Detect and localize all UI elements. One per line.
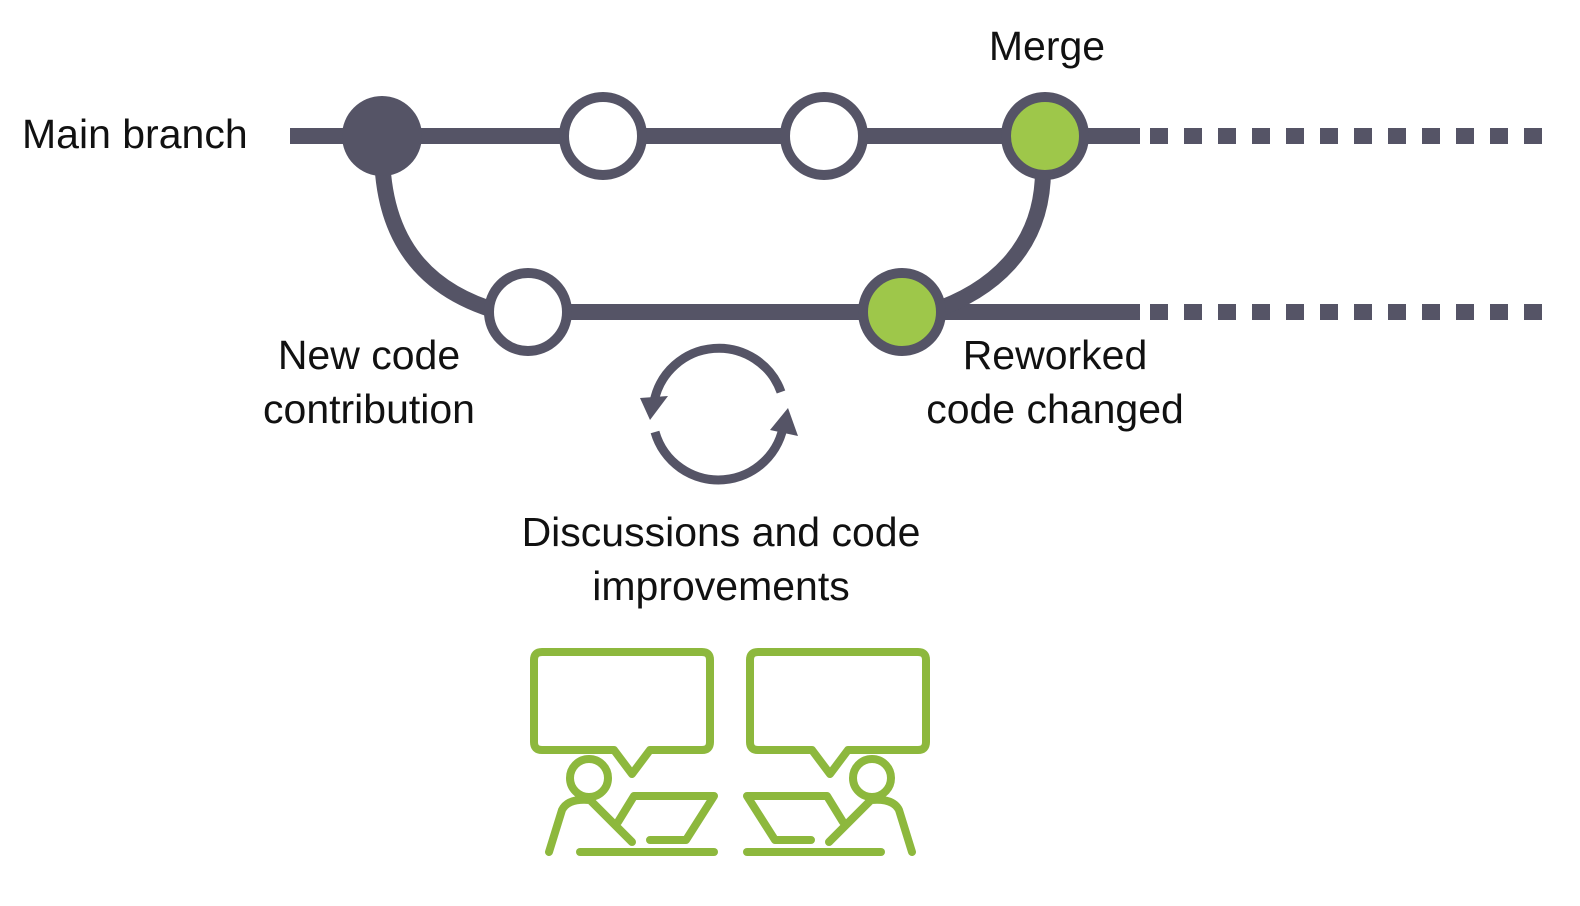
merge-curve [927, 169, 1051, 320]
merge-commit [1001, 92, 1089, 180]
people-discussion-icon [530, 648, 930, 856]
main-commit-2 [780, 92, 868, 180]
reworked-label-line2: code changed [926, 386, 1184, 432]
reworked-label-line1: Reworked [963, 332, 1148, 378]
main-branch-label: Main branch [22, 111, 248, 157]
discussions-label-line1: Discussions and code [522, 509, 921, 555]
merge-label: Merge [989, 23, 1105, 69]
main-commit-1 [559, 92, 647, 180]
main-start-commit [342, 96, 422, 176]
reworked-commit [858, 268, 946, 356]
new-code-label-line2: contribution [263, 386, 475, 432]
new-code-label-line1: New code [278, 332, 460, 378]
branch-out-curve [374, 149, 503, 320]
discussions-label-line2: improvements [592, 563, 849, 609]
new-code-commit [484, 268, 572, 356]
refresh-cycle-icon [640, 343, 798, 485]
